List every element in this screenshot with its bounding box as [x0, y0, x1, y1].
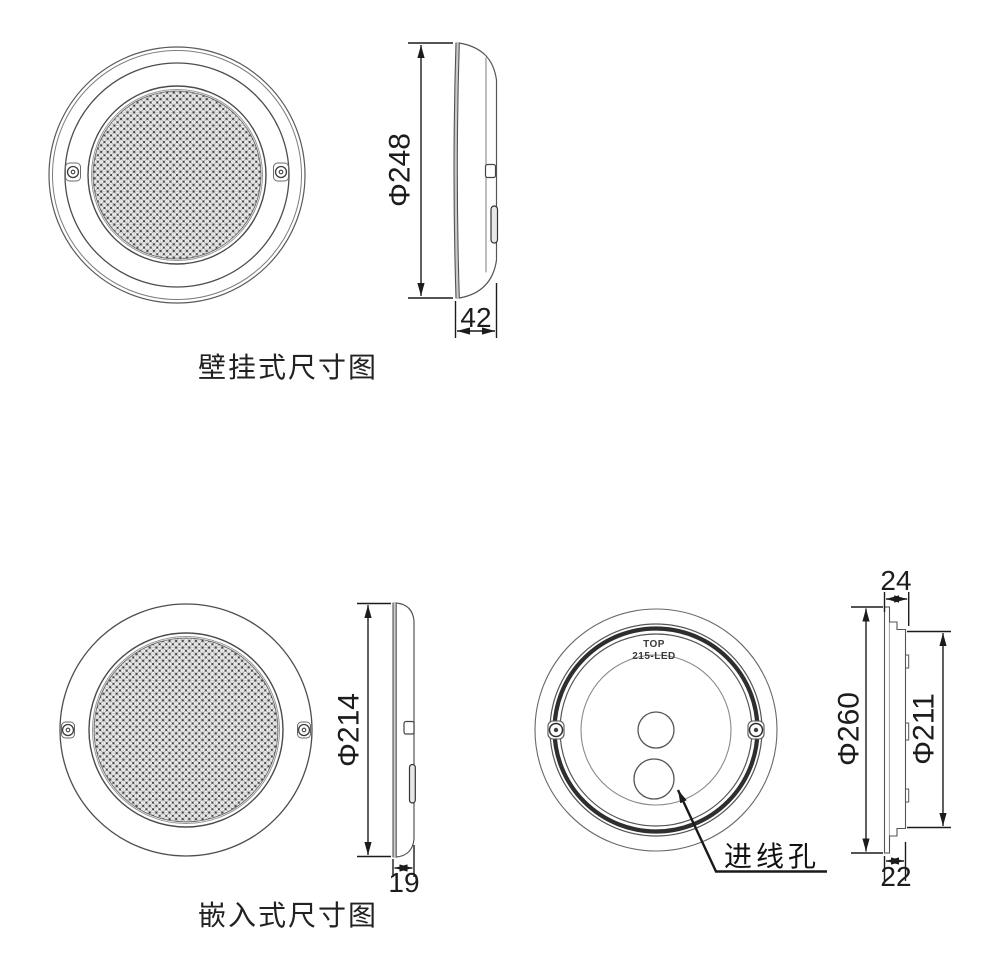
mounting-screw-right [273, 162, 289, 182]
dimension-value: 19 [388, 867, 419, 898]
model-marking: 215-LED [632, 651, 676, 662]
spring-tab [905, 722, 910, 741]
dimension-42: 42 [454, 283, 498, 338]
spring-tab [905, 788, 910, 803]
wire-inlet-hole [633, 758, 675, 800]
side-clip [403, 720, 415, 735]
back-plate-circle [580, 654, 732, 806]
recessed-front-view [59, 603, 313, 857]
dimension-phi248: Φ248 [384, 42, 453, 299]
mesh-lens [93, 637, 279, 823]
dimension-value: 42 [460, 302, 491, 333]
dimension-phi211: Φ211 [907, 630, 951, 829]
dimension-19: 19 [388, 845, 420, 898]
mesh-lens [92, 90, 262, 260]
mounting-screw-left [65, 162, 81, 182]
outer-flange-circle [534, 608, 778, 852]
dimension-value: Φ211 [908, 693, 941, 765]
lens-face-front [453, 42, 457, 299]
lens-rim-outer [87, 85, 267, 265]
back-side-view [883, 606, 910, 854]
dimension-phi260: Φ260 [833, 606, 883, 854]
body-profile [889, 621, 907, 837]
side-latch-slot [408, 763, 416, 804]
mounting-screw-right [747, 720, 765, 740]
wall-mount-side-view [453, 41, 499, 300]
dimension-phi214: Φ214 [333, 602, 391, 858]
outer-rim-inner-line [52, 50, 302, 300]
dimension-value: 22 [880, 861, 911, 892]
outer-rim-circle [48, 46, 306, 304]
wire-inlet-arrow [676, 789, 827, 873]
mounting-screw-left [547, 720, 565, 740]
wall-mount-front-view [48, 46, 306, 304]
lens-rim-outer [88, 632, 284, 828]
mounting-screw-left [61, 721, 75, 739]
lens-rim-inner [91, 89, 263, 261]
side-latch-slot [490, 205, 499, 244]
outer-rim-circle [59, 603, 313, 857]
wall-mount-caption: 壁挂式尺寸图 [198, 352, 378, 383]
wire-inlet-callout: 进线孔 [676, 789, 827, 873]
top-marking: TOP [643, 639, 665, 650]
dimension-22: 22 [880, 842, 912, 892]
lens-edge-shade [454, 41, 459, 300]
wire-inlet-label: 进线孔 [724, 841, 820, 872]
dimension-value: Φ214 [333, 693, 366, 767]
dimension-24: 24 [880, 565, 912, 626]
dimension-value: Φ260 [833, 692, 866, 766]
housing-profile [458, 42, 498, 299]
center-knockout-hole [637, 711, 675, 749]
recessed-side-view [392, 601, 416, 859]
recessed-caption: 嵌入式尺寸图 [198, 900, 378, 931]
lens-face-back [456, 42, 460, 299]
side-clip [484, 163, 497, 179]
dimension-value: 24 [880, 565, 911, 596]
lens-rim-inner [92, 636, 280, 824]
back-view: TOP 215-LED 进线孔 [534, 608, 827, 873]
mounting-screw-right [297, 721, 311, 739]
spring-tab [905, 654, 910, 669]
dimension-value: Φ248 [384, 133, 417, 207]
flange-profile [883, 606, 891, 854]
